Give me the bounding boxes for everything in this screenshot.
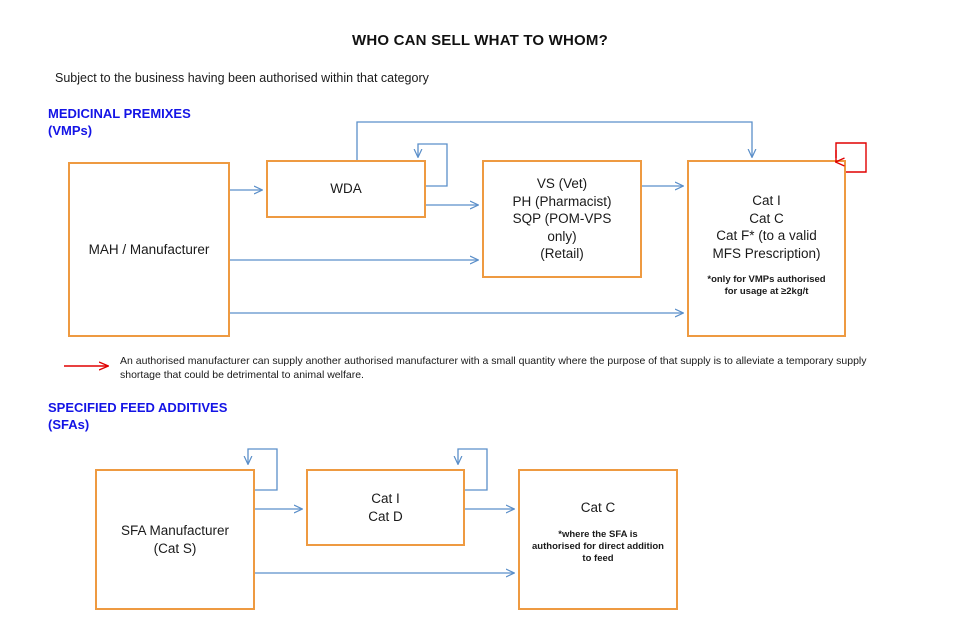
box-cat-i-cat-d-label: Cat I Cat D [368,491,403,524]
section-heading-specified-feed-additives: SPECIFIED FEED ADDITIVES (SFAs) [48,400,228,432]
box-vs-ph-sqp-retail-label: VS (Vet) PH (Pharmacist) SQP (POM-VPS on… [512,176,612,262]
box-sfa-manufacturer[interactable]: SFA Manufacturer (Cat S) [95,469,255,610]
box-mah-manufacturer[interactable]: MAH / Manufacturer [68,162,230,337]
arrow-wda-to-cat-i-top [356,121,752,160]
box-cat-c-label: Cat C [580,500,616,515]
box-cat-i-cat-c-cat-f-footnote: *only for VMPs authorised for usage at ≥… [707,274,826,297]
legend-note-text: An authorised manufacturer can supply an… [120,355,867,381]
box-cat-i-cat-d[interactable]: Cat I Cat D [306,469,465,546]
page-title: WHO CAN SELL WHAT TO WHOM? [351,32,608,49]
page-subtitle: Subject to the business having been auth… [55,71,429,85]
box-cat-i-cat-c-cat-f[interactable]: Cat I Cat C Cat F* (to a valid MFS Presc… [687,160,846,337]
box-wda[interactable]: WDA [266,160,426,218]
box-sfa-manufacturer-label: SFA Manufacturer (Cat S) [120,523,230,556]
box-mah-manufacturer-label: MAH / Manufacturer [88,241,210,257]
box-cat-c[interactable]: Cat C *where the SFA is authorised for d… [518,469,678,610]
box-cat-c-footnote: *where the SFA is authorised for direct … [532,528,664,564]
box-wda-label: WDA [330,181,362,197]
box-cat-i-cat-c-cat-f-label: Cat I Cat C Cat F* (to a valid MFS Presc… [712,193,821,261]
box-vs-ph-sqp-retail[interactable]: VS (Vet) PH (Pharmacist) SQP (POM-VPS on… [482,160,642,278]
section-heading-medicinal-premixes: MEDICINAL PREMIXES (VMPs) [48,106,191,138]
red-arrow-icon [64,356,118,376]
